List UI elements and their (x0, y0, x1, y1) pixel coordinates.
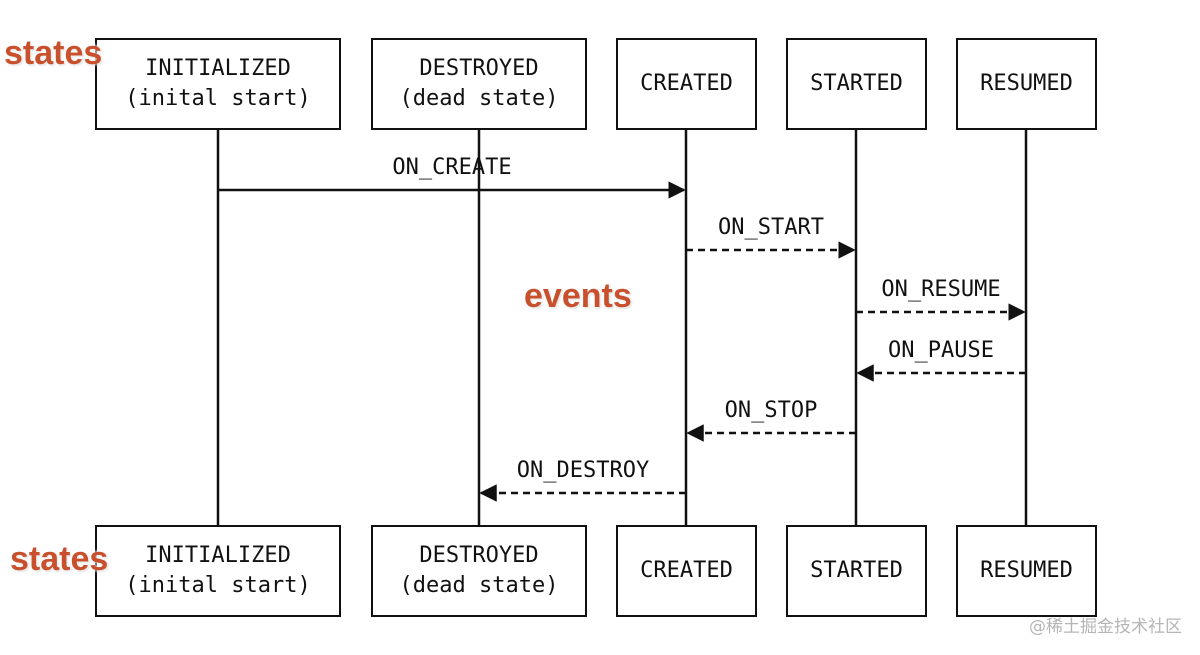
state-box-initialized-bottom: INITIALIZED (inital start) (95, 525, 341, 617)
state-note: (inital start) (125, 86, 311, 111)
watermark: @稀土掘金技术社区 (1029, 617, 1182, 637)
event-label-on-start: ON_START (718, 215, 824, 240)
state-box-started-top: STARTED (786, 38, 927, 130)
callout-events: events (524, 277, 632, 315)
state-note: (inital start) (125, 573, 311, 598)
state-box-created-top: CREATED (616, 38, 757, 130)
state-box-destroyed-top: DESTROYED (dead state) (371, 38, 587, 130)
state-note: (dead state) (399, 86, 559, 111)
state-name: STARTED (810, 71, 903, 96)
state-box-created-bottom: CREATED (616, 525, 757, 617)
callout-states-bottom: states (10, 540, 109, 578)
state-name: INITIALIZED (145, 56, 291, 81)
state-box-initialized-top: INITIALIZED (inital start) (95, 38, 341, 130)
state-box-resumed-top: RESUMED (956, 38, 1097, 130)
event-label-on-destroy: ON_DESTROY (516, 458, 650, 483)
state-box-started-bottom: STARTED (786, 525, 927, 617)
state-name: RESUMED (980, 71, 1073, 96)
state-name: INITIALIZED (145, 543, 291, 568)
state-name: RESUMED (980, 558, 1073, 583)
state-name: DESTROYED (419, 543, 539, 568)
state-name: CREATED (640, 558, 733, 583)
state-name: DESTROYED (419, 56, 539, 81)
event-label-on-pause: ON_PAUSE (888, 338, 994, 363)
event-label-on-stop: ON_STOP (724, 398, 818, 423)
event-label-on-create: ON_CREATE (392, 155, 512, 180)
state-name: STARTED (810, 558, 903, 583)
state-box-destroyed-bottom: DESTROYED (dead state) (371, 525, 587, 617)
event-label-on-resume: ON_RESUME (881, 277, 1001, 302)
state-name: CREATED (640, 71, 733, 96)
callout-states-top: states (4, 34, 103, 72)
state-note: (dead state) (399, 573, 559, 598)
state-box-resumed-bottom: RESUMED (956, 525, 1097, 617)
